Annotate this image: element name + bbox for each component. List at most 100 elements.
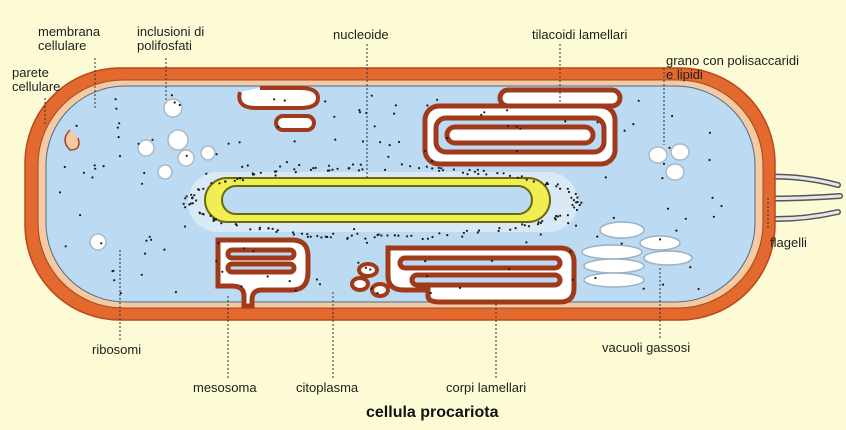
nucleoid-dot bbox=[453, 168, 455, 170]
ribosome-dot bbox=[115, 98, 117, 100]
ribosome-dot bbox=[295, 289, 297, 291]
nucleoid-dot bbox=[327, 170, 329, 172]
ribosome-dot bbox=[359, 111, 361, 113]
nucleoid-dot bbox=[573, 199, 575, 201]
ribosome-dot bbox=[358, 109, 360, 111]
nucleoid-dot bbox=[528, 225, 530, 227]
nucleoid-dot bbox=[533, 180, 535, 182]
ribosome-dot bbox=[141, 183, 143, 185]
nucleoid-dot bbox=[524, 224, 526, 226]
ribosome-dot bbox=[387, 156, 389, 158]
ribosome-dot bbox=[267, 275, 269, 277]
ribosome-dot bbox=[659, 238, 661, 240]
nucleoid-dot bbox=[406, 235, 408, 237]
diagram-title: cellula procariota bbox=[366, 404, 499, 422]
ribosome-dot bbox=[151, 139, 153, 141]
nucleoid-dot bbox=[380, 234, 382, 236]
nucleoid-dot bbox=[361, 168, 363, 170]
nucleoid-dot bbox=[306, 233, 308, 235]
nucleoid-dot bbox=[331, 169, 333, 171]
ribosome-dot bbox=[117, 127, 119, 129]
nucleoid-dot bbox=[463, 232, 465, 234]
nucleoid-dot bbox=[418, 167, 420, 169]
label-inclusioni-polifosfati: inclusioni di polifosfati bbox=[137, 25, 204, 53]
nucleoid-dot bbox=[224, 180, 226, 182]
ribosome-dot bbox=[353, 228, 355, 230]
nucleoid-dot bbox=[427, 238, 429, 240]
ribosome-dot bbox=[709, 132, 711, 134]
nucleoid-dot bbox=[537, 223, 539, 225]
nucleoid-dot bbox=[315, 167, 317, 169]
ribosome-dot bbox=[252, 250, 254, 252]
ribosome-dot bbox=[389, 144, 391, 146]
nucleoid-dot bbox=[193, 194, 195, 196]
nucleoid-dot bbox=[575, 201, 577, 203]
label-corpi-lamellari: corpi lamellari bbox=[446, 381, 526, 395]
ribosome-dot bbox=[94, 168, 96, 170]
ribosome-dot bbox=[115, 108, 117, 110]
nucleoid-dot bbox=[466, 230, 468, 232]
ribosome-dot bbox=[662, 284, 664, 286]
ribosome-dot bbox=[369, 268, 371, 270]
ribosome-dot bbox=[621, 243, 623, 245]
ribosome-dot bbox=[145, 240, 147, 242]
nucleoid-dot bbox=[249, 228, 251, 230]
ribosome-dot bbox=[119, 155, 121, 157]
ribosome-dot bbox=[459, 287, 461, 289]
ribosome-dot bbox=[624, 130, 626, 132]
ribosome-dot bbox=[294, 140, 296, 142]
nucleoid-dot bbox=[275, 231, 277, 233]
ribosome-dot bbox=[613, 217, 615, 219]
nucleoid-dot bbox=[191, 197, 193, 199]
nucleoid-dot bbox=[190, 202, 192, 204]
nucleoid-dot bbox=[242, 179, 244, 181]
ribosome-dot bbox=[118, 122, 120, 124]
ribosome-dot bbox=[118, 136, 120, 138]
ribosome-dot bbox=[215, 260, 217, 262]
ribosome-dot bbox=[395, 104, 397, 106]
ribosome-dot bbox=[76, 125, 78, 127]
nucleoid-dot bbox=[410, 235, 412, 237]
nucleoid-dot bbox=[384, 169, 386, 171]
nucleoid-dot bbox=[320, 236, 322, 238]
nucleoid-dot bbox=[401, 163, 403, 165]
ribosome-dot bbox=[171, 94, 173, 96]
ribosome-dot bbox=[273, 98, 275, 100]
ribosome-dot bbox=[243, 247, 245, 249]
ribosome-dot bbox=[480, 114, 482, 116]
ribosome-dot bbox=[247, 164, 249, 166]
nucleoid-dot bbox=[356, 233, 358, 235]
nucleoid-dot bbox=[275, 170, 277, 172]
label-vacuoli-gassosi: vacuoli gassosi bbox=[602, 341, 690, 355]
ribosome-dot bbox=[474, 171, 476, 173]
ribosome-dot bbox=[184, 225, 186, 227]
nucleoid-dot bbox=[461, 236, 463, 238]
nucleoid-dot bbox=[568, 191, 570, 193]
ribosome-dot bbox=[594, 277, 596, 279]
nucleoid-dot bbox=[293, 168, 295, 170]
nucleoid-dot bbox=[376, 234, 378, 236]
nucleoid-dot bbox=[348, 167, 350, 169]
nucleoid-dot bbox=[462, 172, 464, 174]
ribosome-dot bbox=[240, 285, 242, 287]
ribosome-dot bbox=[228, 143, 230, 145]
nucleoid-dot bbox=[220, 222, 222, 224]
ribosome-dot bbox=[217, 242, 219, 244]
label-membrana-cellulare: membrana cellulare bbox=[38, 25, 100, 53]
label-citoplasma: citoplasma bbox=[296, 381, 358, 395]
nucleoid-dot bbox=[575, 193, 577, 195]
nucleoid-dot bbox=[386, 234, 388, 236]
nucleoid-dot bbox=[496, 172, 498, 174]
ribosome-dot bbox=[567, 222, 569, 224]
label-mesosoma: mesosoma bbox=[193, 381, 257, 395]
nucleoid-dot bbox=[570, 197, 572, 199]
ribosome-dot bbox=[103, 165, 105, 167]
nucleoid bbox=[188, 172, 578, 232]
ribosome-dot bbox=[466, 173, 468, 175]
nucleoid-dot bbox=[234, 180, 236, 182]
nucleoid-dot bbox=[218, 182, 220, 184]
nucleoid-dot bbox=[477, 231, 479, 233]
nucleoid-dot bbox=[580, 202, 582, 204]
ribosome-dot bbox=[575, 225, 577, 227]
